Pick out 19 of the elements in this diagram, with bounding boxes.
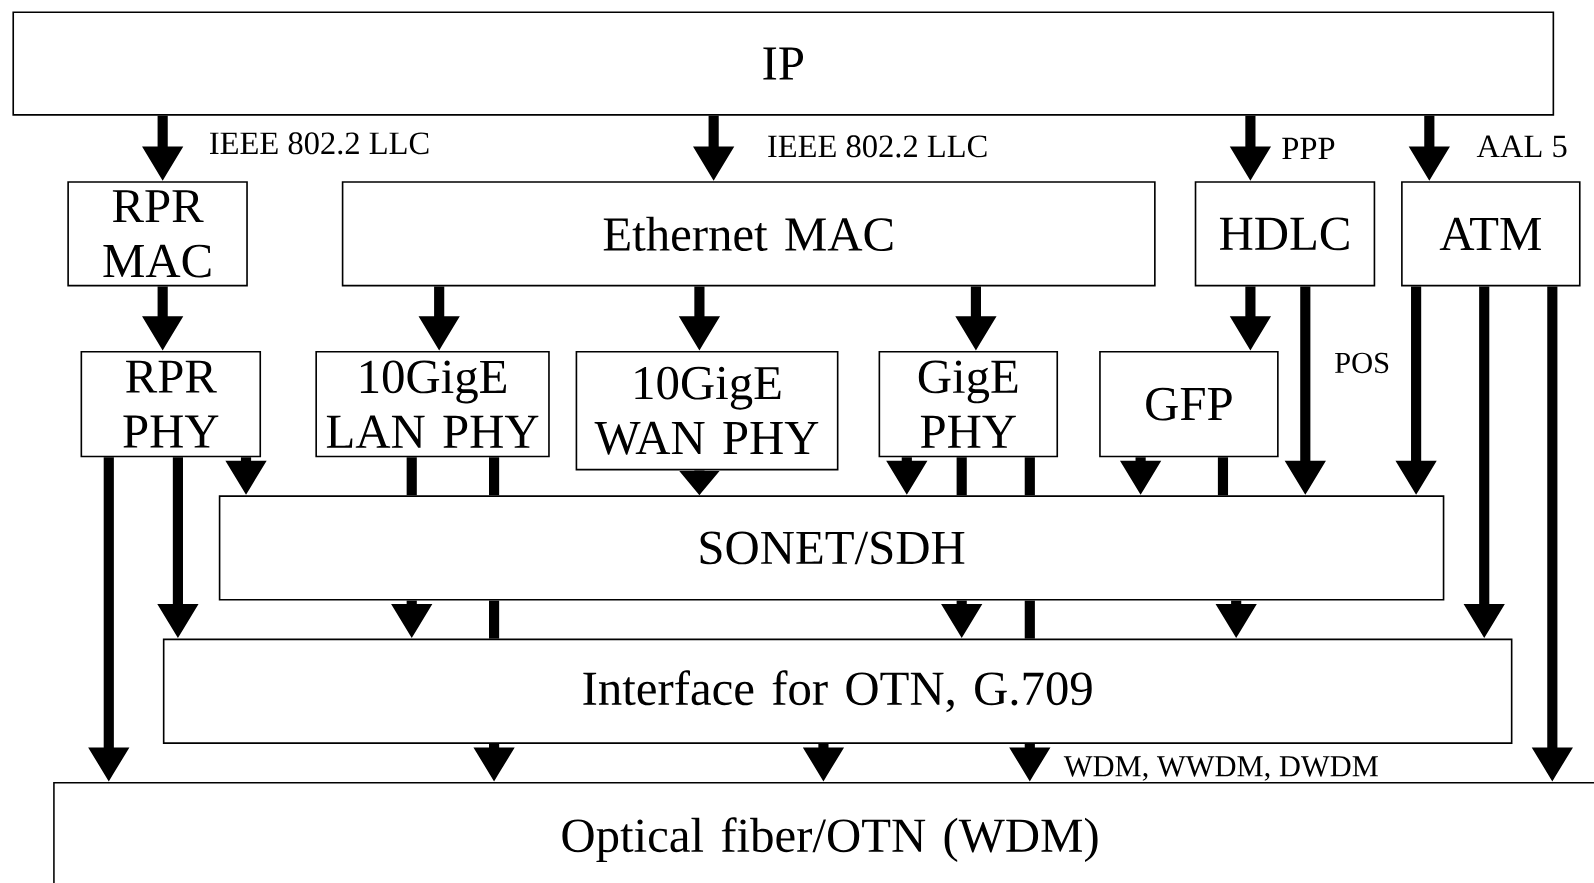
layer-box: RPR MAC <box>67 180 248 287</box>
edge-label: PPP <box>1279 135 1338 161</box>
layer-box: IP <box>12 11 1555 116</box>
layer-box: HDLC <box>1194 180 1376 287</box>
edge-label: POS <box>1332 350 1393 375</box>
layer-box: GFP <box>1099 350 1279 458</box>
note-label: WDM, WWDM, DWDM <box>1063 756 1378 781</box>
layer-box: Optical fiber/OTN (WDM) <box>53 781 1594 883</box>
layer-box: 10GigE WAN PHY <box>575 350 839 471</box>
layer-box: SONET/SDH <box>218 495 1445 601</box>
edge-label: AAL 5 <box>1474 133 1570 160</box>
layer-box: Interface for OTN, G.709 <box>162 638 1513 744</box>
edge-label: IEEE 802.2 LLC <box>764 133 991 160</box>
layer-box: RPR PHY <box>80 350 262 458</box>
edge-label: IEEE 802.2 LLC <box>206 130 433 157</box>
layer-box: Ethernet MAC <box>341 180 1156 287</box>
layer-box: 10GigE LAN PHY <box>315 350 550 458</box>
layer-box: GigE PHY <box>878 350 1059 458</box>
layer-box: ATM <box>1401 180 1581 287</box>
